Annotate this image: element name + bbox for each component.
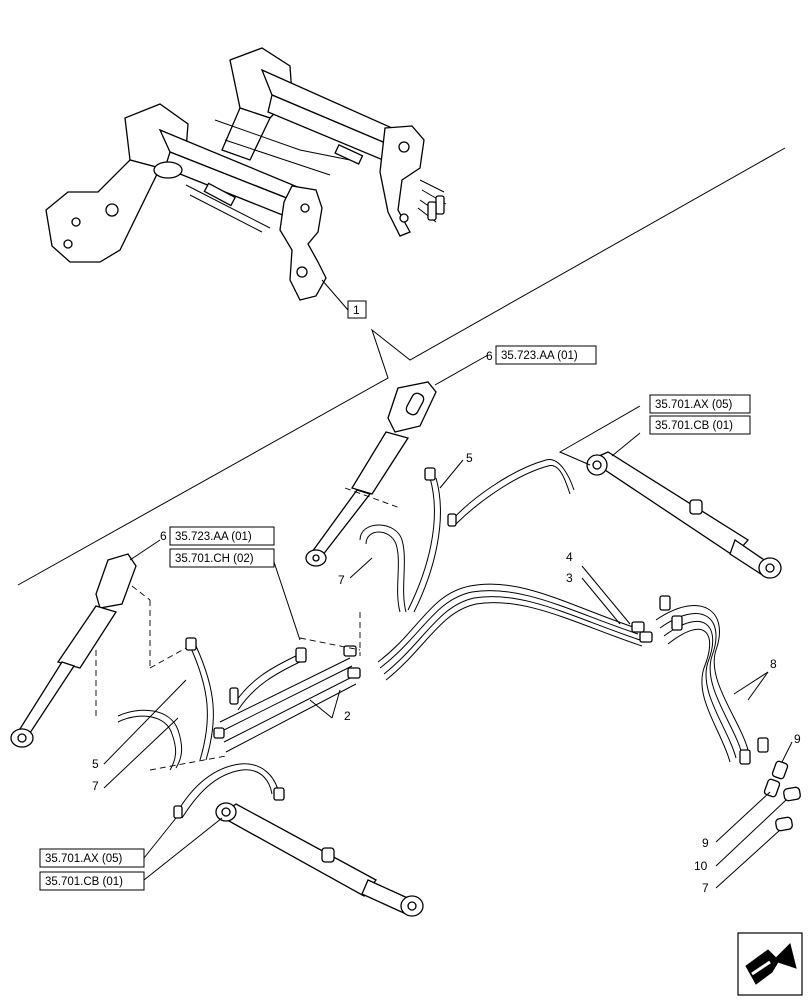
bottom-ram-hose [175,763,279,815]
callout-2: 2 [344,709,351,723]
right-ram-cylinder [586,451,782,579]
bottom-ram-cylinder [215,802,424,917]
upper-lift-cylinder [305,381,437,567]
callout-4: 4 [566,550,573,564]
loader-frame-illustration [45,47,447,301]
couplers [763,760,801,832]
callout-6-lower: 6 [160,529,167,543]
next-page-arrow-icon[interactable] [737,932,803,996]
callout-6-upper: 6 [486,349,493,363]
callout-8: 8 [770,657,777,671]
ref-35-701-ch-valve: 35.701.CH (02) [175,553,254,565]
callout-9-upper: 9 [794,732,801,746]
callout-7-right: 7 [702,881,709,895]
lower-lift-cylinder [10,553,187,748]
coupler-hoses [655,595,769,765]
assembly-callout-1: 1 [353,303,360,317]
callout-5-upper: 5 [466,451,473,465]
right-ram-hose [451,459,575,521]
callout-9-lower: 9 [702,836,709,850]
lower-short-hose [117,709,183,769]
upper-short-hose [359,524,407,613]
callout-10: 10 [694,859,708,873]
ref-35-701-ax-right: 35.701.AX (05) [655,399,733,411]
section-separator [17,147,786,586]
ref-35-723-aa-upper: 35.723.AA (01) [501,350,578,362]
assembly-callout-box [347,300,367,319]
lower-long-hose [189,645,208,761]
callout-3: 3 [566,571,573,585]
ref-35-701-cb-bottom: 35.701.CB (01) [45,876,123,888]
callout-7-lower: 7 [92,779,99,793]
ref-35-701-ax-bottom: 35.701.AX (05) [45,853,123,865]
callout-5-lower: 5 [92,757,99,771]
callout-7-upper: 7 [338,573,345,587]
valve-pipes [149,612,361,771]
ref-35-701-cb-right: 35.701.CB (01) [655,420,733,432]
main-hydraulic-lines [377,583,653,681]
upper-long-hose [407,477,435,611]
ref-35-723-aa-lower: 35.723.AA (01) [175,531,252,543]
